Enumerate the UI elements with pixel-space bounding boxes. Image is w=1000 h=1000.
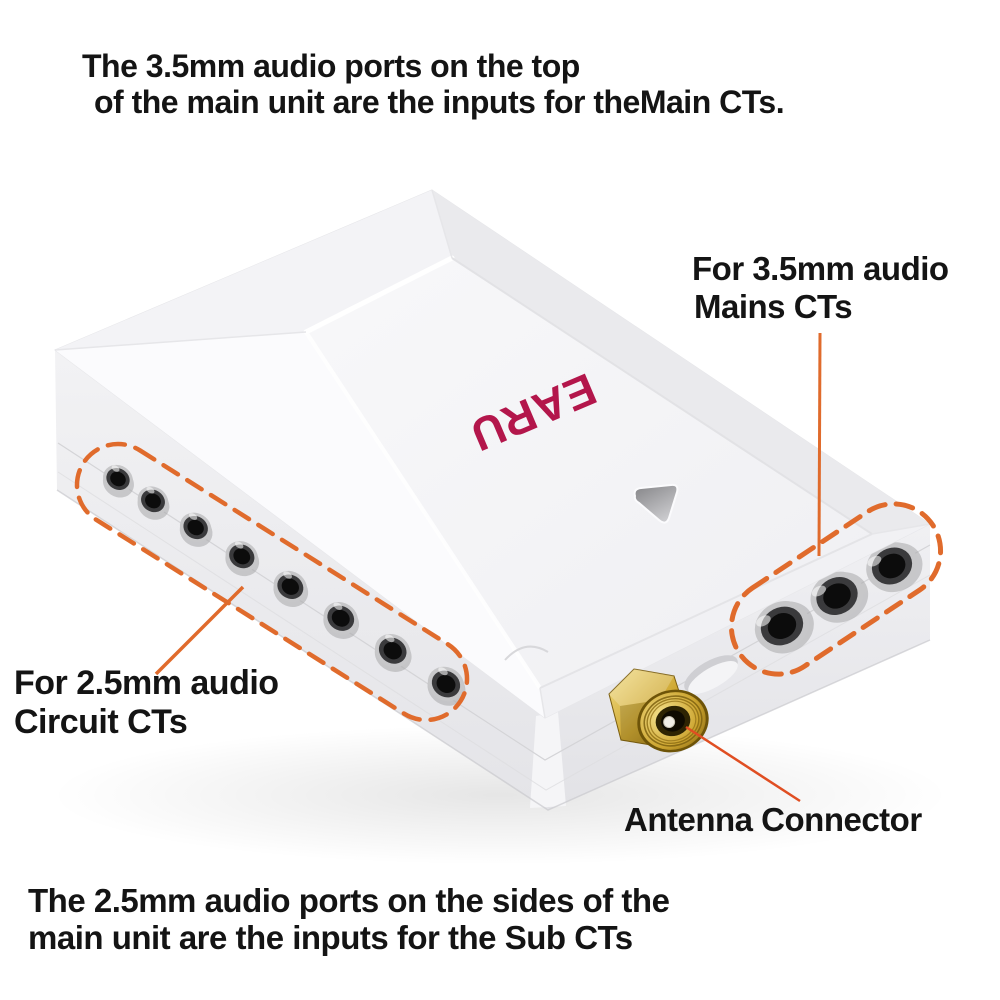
triangle-indicator <box>633 483 679 524</box>
right-label-leader-line <box>817 332 822 557</box>
top-inner-panel <box>306 258 872 688</box>
antenna-leader-line <box>685 725 801 803</box>
right-label-line2: Mains CTs <box>694 288 853 325</box>
audio-port-2-5mm <box>273 570 309 608</box>
left-label-leader-line <box>154 585 245 676</box>
audio-port-2-5mm <box>102 464 134 498</box>
bottom-note-line2: main unit are the inputs for the Sub CTs <box>28 919 633 956</box>
audio-port-2-5mm <box>427 666 466 706</box>
antenna-connector <box>608 668 709 753</box>
audio-port-3-5mm <box>810 571 869 623</box>
audio-port-2-5mm <box>323 602 360 639</box>
rim-left <box>55 190 452 350</box>
top-note-line1: The 3.5mm audio ports on the top <box>82 48 580 84</box>
audio-port-2-5mm <box>137 486 170 520</box>
rim-bright <box>55 332 545 718</box>
audio-port-2-5mm <box>179 512 213 547</box>
corner-groove <box>504 645 549 661</box>
audio-port-2-5mm <box>374 633 412 672</box>
top-note-line2: of the main unit are the inputs for theM… <box>94 84 785 120</box>
main-ct-port-row <box>754 542 923 654</box>
panel-edges <box>54 189 931 719</box>
rim-shaded <box>432 190 930 534</box>
audio-port-3-5mm <box>754 601 814 654</box>
left-label-line2: Circuit CTs <box>14 703 188 741</box>
left-label-line1: For 2.5mm audio <box>14 664 279 702</box>
sub-ct-ports-highlight-ellipse <box>74 441 470 723</box>
main-ct-ports-highlight-ellipse <box>728 501 944 677</box>
case-base-seam-line <box>57 471 931 791</box>
antenna-label: Antenna Connector <box>624 801 922 838</box>
antenna-recess <box>684 655 738 694</box>
right-label-line1: For 3.5mm audio <box>692 250 949 287</box>
bottom-note-line1: The 2.5mm audio ports on the sides of th… <box>28 882 670 919</box>
device-shadow <box>50 725 950 865</box>
audio-port-3-5mm <box>866 542 923 593</box>
audio-port-2-5mm <box>225 541 260 577</box>
sub-ct-port-row <box>102 464 466 706</box>
